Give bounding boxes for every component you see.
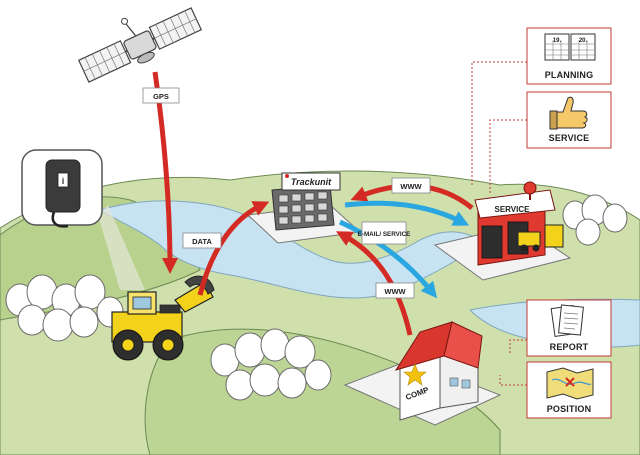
- service-station-icon: [433, 181, 572, 281]
- wheel-loader-icon: [111, 275, 215, 361]
- trackunit-sign-text: Trackunit: [291, 177, 332, 187]
- trackunit-office-building-icon: [246, 172, 362, 244]
- card-report: REPORT: [526, 299, 612, 357]
- card-planning: 19. 20. PLANNING: [526, 27, 612, 85]
- map-icon: [546, 367, 594, 400]
- card-position: POSITION: [526, 361, 612, 419]
- thumbs-up-icon: [549, 96, 588, 130]
- email-service-arrow-to-service: [344, 200, 470, 226]
- trees-bottom: [210, 328, 332, 401]
- label-email-service-text: E-MAIL/ SERVICE: [358, 231, 411, 238]
- label-www-bottom-text: WWW: [384, 287, 406, 296]
- label-data-text: DATA: [192, 237, 212, 246]
- card-report-label: REPORT: [550, 342, 589, 352]
- card-position-label: POSITION: [547, 404, 592, 414]
- gps-tracker-device-icon: i: [21, 149, 145, 290]
- email-service-arrow-to-company: [338, 219, 438, 299]
- service-sign-text: SERVICE: [495, 205, 531, 214]
- label-email-service: E-MAIL/ SERVICE: [358, 221, 411, 245]
- label-gps: GPS: [142, 87, 180, 104]
- label-www-top-text: WWW: [400, 182, 422, 191]
- documents-icon: [550, 304, 584, 337]
- www-bottom-arrow: [335, 231, 413, 336]
- card-service: SERVICE: [526, 91, 612, 149]
- data-arrow: [197, 201, 270, 296]
- label-data: DATA: [182, 232, 222, 249]
- trees-right: [562, 194, 628, 246]
- label-www-top: WWW: [391, 177, 431, 194]
- svg-text:i: i: [62, 176, 65, 186]
- company-house-icon: [343, 321, 502, 426]
- label-www-bottom: WWW: [375, 282, 415, 299]
- card-planning-label: PLANNING: [545, 70, 594, 80]
- calendar-day-2: 20.: [579, 38, 588, 44]
- card-service-label: SERVICE: [549, 133, 590, 143]
- trees-left: [5, 274, 124, 342]
- label-gps-text: GPS: [153, 92, 169, 101]
- card-connectors: [471, 61, 527, 386]
- calendar-icon: 19. 20.: [544, 33, 596, 61]
- calendar-day-1: 19.: [553, 38, 562, 44]
- satellite-icon: [77, 7, 203, 83]
